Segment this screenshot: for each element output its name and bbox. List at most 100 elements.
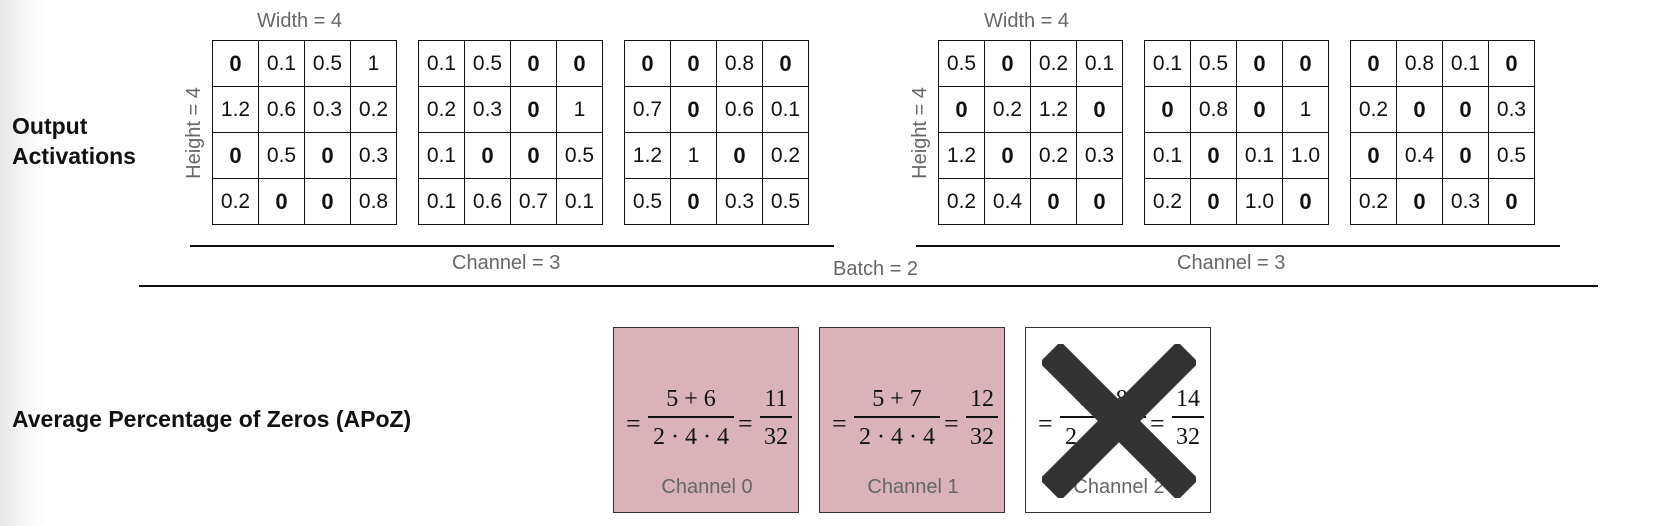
activation-cell: 0 xyxy=(510,132,557,179)
activation-cell: 0 xyxy=(1236,40,1283,87)
activation-cell: 0.8 xyxy=(350,178,397,225)
activation-cell: 0.1 xyxy=(762,86,809,133)
page-edge-shadow xyxy=(0,0,44,526)
cross-stroke xyxy=(1042,344,1196,498)
batch-label: Batch = 2 xyxy=(833,258,919,280)
result-denominator: 32 xyxy=(1176,424,1200,450)
width-label-batch-0: Width = 4 xyxy=(257,10,343,32)
activation-cell: 0 xyxy=(670,178,717,225)
activation-cell: 0 xyxy=(1190,132,1237,179)
activation-cell: 0 xyxy=(1190,178,1237,225)
result-numerator: 11 xyxy=(764,386,788,412)
activation-cell: 0.2 xyxy=(1030,132,1077,179)
activation-cell: 0 xyxy=(1442,132,1489,179)
activation-cell: 0.4 xyxy=(1396,132,1443,179)
activation-cell: 0 xyxy=(670,40,717,87)
pruned-cross-icon xyxy=(1042,344,1196,498)
activation-cell: 0.3 xyxy=(350,132,397,179)
activation-cell: 0.2 xyxy=(984,86,1031,133)
activation-cell: 0.1 xyxy=(418,132,465,179)
activation-cell: 0 xyxy=(1076,86,1123,133)
activation-cell: 0 xyxy=(1144,86,1191,133)
fraction-bar xyxy=(648,416,734,418)
height-label-batch-0: Height = 4 xyxy=(183,87,205,179)
activation-cell: 0 xyxy=(556,40,603,87)
batch-divider xyxy=(139,285,1598,287)
activation-cell: 0.1 xyxy=(556,178,603,225)
activation-cell: 0.7 xyxy=(510,178,557,225)
activation-cell: 0 xyxy=(1236,86,1283,133)
activation-cell: 0.5 xyxy=(938,40,985,87)
activation-cell: 1.2 xyxy=(938,132,985,179)
equals-sign: = xyxy=(944,409,959,438)
apoz-channel-name: Channel 2 xyxy=(1073,476,1165,498)
activation-cell: 0 xyxy=(304,178,351,225)
output-activations-label-line1: Output xyxy=(12,113,88,139)
channel-divider-batch-1 xyxy=(916,245,1560,247)
apoz-channel-name: Channel 1 xyxy=(867,476,959,498)
activation-cell: 0.2 xyxy=(1350,86,1397,133)
activation-cell: 0.5 xyxy=(556,132,603,179)
activation-cell: 0.2 xyxy=(762,132,809,179)
activation-cell: 0 xyxy=(1442,86,1489,133)
activation-cell: 0 xyxy=(1488,178,1535,225)
channel-label-batch-1: Channel = 3 xyxy=(1177,252,1286,274)
activation-cell: 0.1 xyxy=(1144,132,1191,179)
apoz-label: Average Percentage of Zeros (APoZ) xyxy=(12,406,412,432)
activation-cell: 1.0 xyxy=(1282,132,1329,179)
activation-cell: 0.1 xyxy=(258,40,305,87)
height-label-batch-1: Height = 4 xyxy=(909,87,931,179)
equals-sign: = xyxy=(1150,409,1165,438)
activation-cell: 0 xyxy=(1282,40,1329,87)
fraction-bar xyxy=(854,416,940,418)
activation-cell: 0.3 xyxy=(1488,86,1535,133)
activation-cell: 0.8 xyxy=(1396,40,1443,87)
activation-cell: 0.8 xyxy=(1190,86,1237,133)
activation-cell: 0.2 xyxy=(1350,178,1397,225)
result-denominator: 32 xyxy=(764,424,788,450)
activation-cell: 0.8 xyxy=(716,40,763,87)
activation-cell: 0.1 xyxy=(1442,40,1489,87)
activation-cell: 0.4 xyxy=(984,178,1031,225)
activation-cell: 0.7 xyxy=(624,86,671,133)
activation-cell: 0.2 xyxy=(1030,40,1077,87)
activation-cell: 0 xyxy=(762,40,809,87)
activation-cell: 1 xyxy=(556,86,603,133)
result-denominator: 32 xyxy=(970,424,994,450)
activation-cell: 1 xyxy=(670,132,717,179)
activation-cell: 1.2 xyxy=(212,86,259,133)
activation-cell: 0 xyxy=(1282,178,1329,225)
activation-cell: 0 xyxy=(510,86,557,133)
activation-cell: 0.3 xyxy=(716,178,763,225)
activation-cell: 0.6 xyxy=(464,178,511,225)
activation-cell: 0 xyxy=(1350,132,1397,179)
activation-cell: 0 xyxy=(624,40,671,87)
activation-cell: 0.5 xyxy=(304,40,351,87)
activation-cell: 0.3 xyxy=(464,86,511,133)
equals-sign: = xyxy=(626,409,641,438)
